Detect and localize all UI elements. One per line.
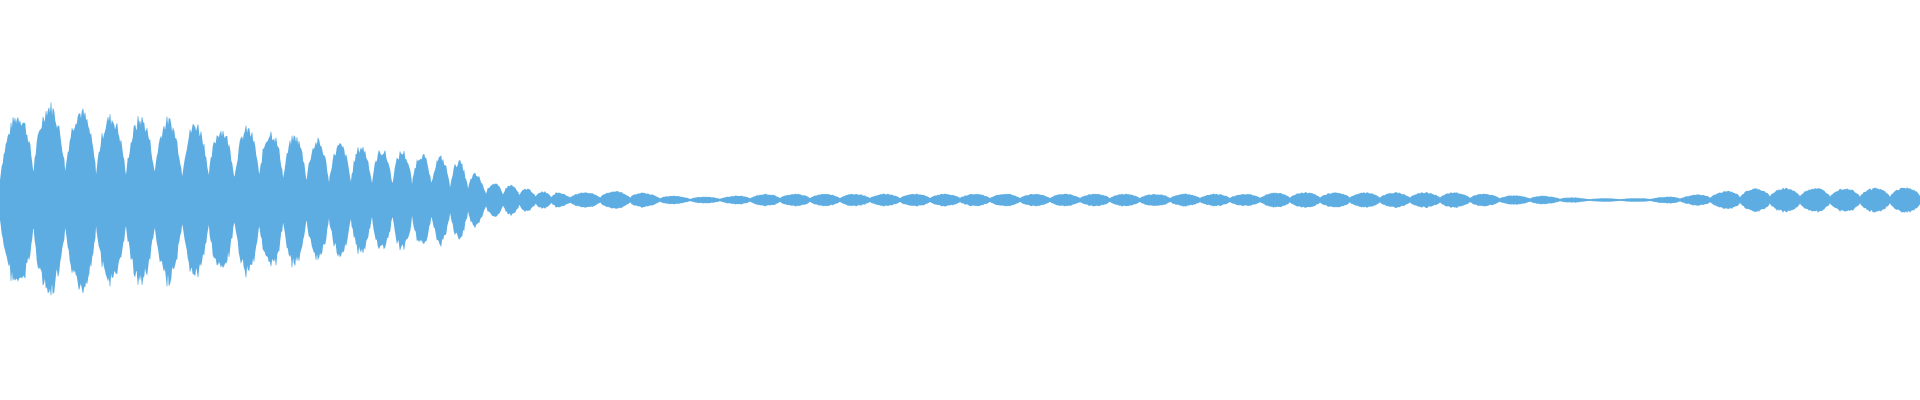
waveform-shape xyxy=(0,102,1920,296)
